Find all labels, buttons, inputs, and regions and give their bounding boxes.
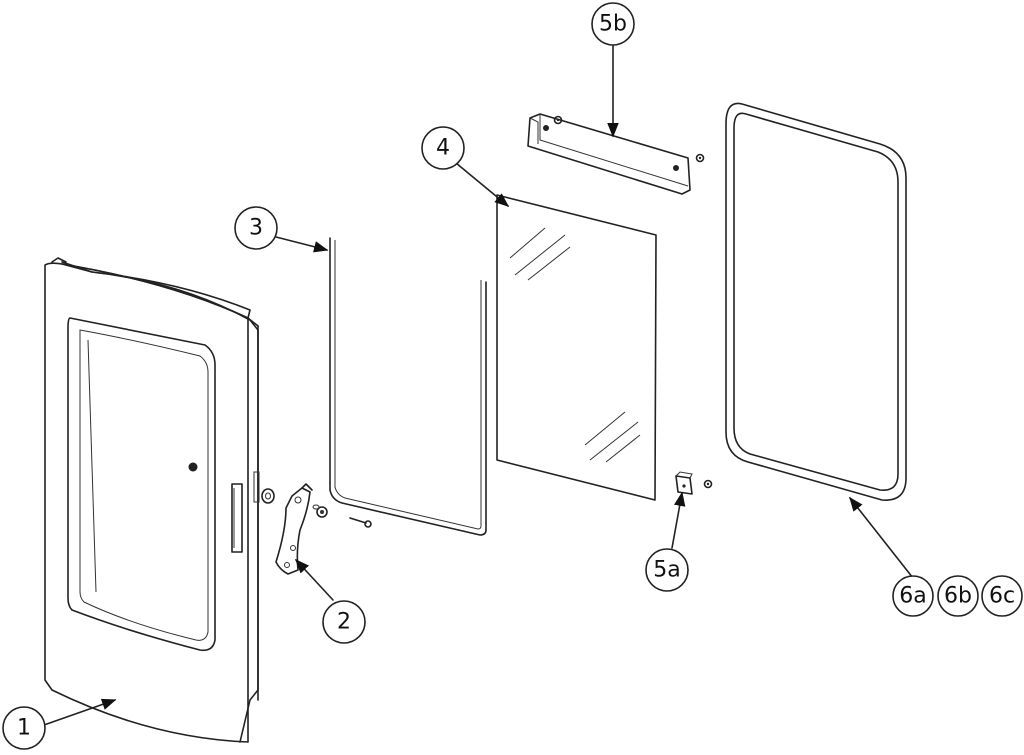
leader-1 — [43, 698, 117, 726]
callout-6a: 6a — [892, 575, 934, 617]
leader-lines — [43, 43, 914, 726]
part-frame-seal — [725, 102, 907, 501]
callout-1: 1 — [2, 706, 46, 750]
part-bottom-clip — [675, 471, 713, 495]
leader-2 — [295, 558, 334, 601]
leader-3 — [275, 236, 329, 253]
callout-3-label: 3 — [249, 216, 263, 241]
callout-5b: 5b — [591, 2, 635, 46]
callout-6a-label: 6a — [899, 584, 926, 609]
callout-3: 3 — [234, 206, 278, 250]
leader-4 — [455, 162, 510, 207]
callout-6c: 6c — [981, 575, 1023, 617]
callout-4-label: 4 — [436, 136, 450, 161]
callout-6c-label: 6c — [989, 584, 1015, 609]
callout-2: 2 — [322, 600, 366, 644]
part-glass-panel — [496, 194, 657, 501]
callout-6b: 6b — [937, 575, 979, 617]
part-top-clamp-bracket — [527, 113, 705, 195]
callout-6b-label: 6b — [944, 584, 972, 609]
callout-5b-label: 5b — [599, 12, 627, 37]
callout-4: 4 — [421, 126, 465, 170]
callout-2-label: 2 — [337, 610, 351, 635]
part-hinge-bracket — [275, 483, 372, 575]
callout-5a: 5a — [645, 548, 689, 592]
leader-5a — [671, 491, 686, 549]
part-door-panel — [44, 257, 275, 743]
part-gasket-seal — [329, 237, 487, 536]
leader-6 — [849, 496, 914, 579]
callout-5a-label: 5a — [653, 558, 680, 583]
callout-1-label: 1 — [17, 716, 31, 741]
